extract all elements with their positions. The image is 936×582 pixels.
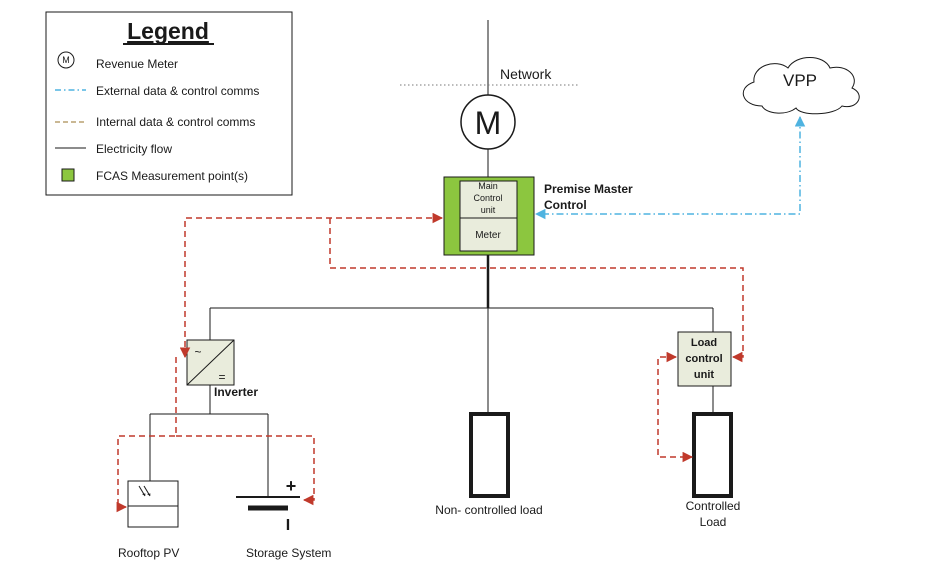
fcas-measurement-icon (61, 168, 75, 182)
inverter-ac-symbol: ~ (194, 345, 201, 359)
master-to-load-control-comms (329, 218, 744, 363)
load-control-label-1: Load (691, 337, 717, 349)
vpp-label: VPP (783, 71, 817, 90)
load-control-label-3: unit (694, 369, 714, 381)
legend-item-revenue-meter: Revenue Meter (96, 57, 178, 71)
load-control-unit: Load control unit (677, 331, 732, 387)
controlled-load-label-2: Load (700, 515, 727, 529)
inverter-to-master-comms (179, 212, 444, 359)
cloud-icon (742, 57, 860, 115)
master-meter-label: Meter (475, 230, 501, 241)
load-control-to-load-comms (657, 351, 694, 463)
premise-master-label-2: Control (544, 198, 587, 212)
non-controlled-load-label: Non- controlled load (435, 503, 542, 517)
vpp-cloud: VPP (742, 57, 860, 115)
rooftop-pv-label: Rooftop PV (118, 546, 179, 560)
external-comms-line (534, 115, 806, 220)
revenue-meter-symbol: M (475, 105, 502, 141)
battery-plus: + (286, 476, 297, 496)
non-controlled-load-box (469, 412, 510, 498)
legend: Legend M Revenue Meter External data & c… (45, 11, 293, 196)
network-label: Network (500, 66, 552, 82)
rooftop-pv: Rooftop PV (118, 480, 179, 560)
legend-item-electricity-flow: Electricity flow (96, 142, 172, 156)
sunlight-icon (138, 485, 151, 497)
legend-title: Legend (127, 18, 209, 44)
inverter-label: Inverter (214, 385, 258, 399)
inverter-dc-symbol: = (218, 370, 225, 384)
revenue-meter-icon (57, 51, 75, 69)
controlled-load-box (692, 412, 733, 498)
main-control-label-2: Control (473, 193, 502, 203)
legend-box (45, 11, 293, 196)
legend-item-external-comms: External data & control comms (96, 84, 259, 98)
inverter-to-pv-comms (116, 357, 177, 513)
main-control-unit-box (459, 180, 518, 252)
pv-panel-box (127, 480, 179, 528)
controlled-load-label-1: Controlled (686, 499, 741, 513)
premise-master-control: Main Control unit Meter Premise Master C… (443, 176, 633, 256)
premise-master-label-1: Premise Master (544, 182, 633, 196)
main-control-label-3: unit (481, 205, 496, 215)
load-control-label-2: control (685, 353, 722, 365)
legend-meter-symbol: M (62, 55, 70, 65)
legend-item-internal-comms: Internal data & control comms (96, 115, 255, 129)
main-control-label-1: Main (478, 181, 498, 191)
storage-system: + I Storage System (236, 476, 331, 560)
internal-comms-lines (116, 212, 744, 513)
inverter: ~ = Inverter (186, 339, 258, 399)
legend-item-fcas: FCAS Measurement point(s) (96, 169, 248, 183)
battery-minus: I (286, 517, 290, 534)
controlled-load: Controlled Load (686, 412, 741, 529)
non-controlled-load: Non- controlled load (435, 412, 543, 517)
storage-label: Storage System (246, 546, 331, 560)
inverter-to-storage-comms (176, 435, 315, 506)
